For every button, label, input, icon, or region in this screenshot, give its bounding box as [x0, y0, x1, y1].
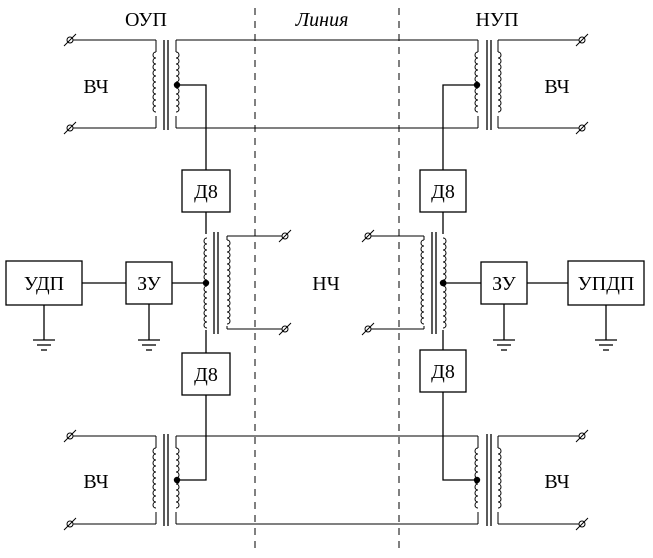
udp-label: УДП: [24, 273, 64, 295]
udp-box: [5, 260, 83, 306]
d8-label-top-right: Д8: [431, 181, 455, 203]
d8-box-top-right: [419, 169, 467, 213]
ground-icon: [138, 304, 160, 351]
wire: [177, 395, 207, 481]
transformer-bottom-left: [70, 434, 180, 526]
transformer-middle-right: [366, 232, 447, 334]
wire: [177, 84, 207, 170]
junction-dot: [202, 279, 210, 287]
terminal-icon: [278, 229, 292, 243]
zu-box-left: [125, 261, 173, 305]
label-vch-bottom-right: ВЧ: [544, 471, 569, 493]
label-vch-top-left: ВЧ: [83, 76, 108, 98]
updp-label: УПДП: [578, 273, 635, 295]
d8-box-top-left: [181, 169, 231, 213]
label-vch-top-right: ВЧ: [544, 76, 569, 98]
terminal-icon: [575, 517, 589, 531]
label-nup: НУП: [475, 9, 518, 31]
transformer-top-right: [474, 39, 582, 130]
junction-dot: [173, 476, 181, 484]
terminal-icon: [575, 33, 589, 47]
label-liniya: Линия: [295, 9, 349, 31]
label-oup: ОУП: [125, 9, 167, 31]
terminal-icon: [278, 322, 292, 336]
terminal-icon: [63, 517, 77, 531]
d8-label-bottom-left: Д8: [194, 364, 218, 386]
label-vch-bottom-left: ВЧ: [83, 471, 108, 493]
terminal-icon: [361, 322, 375, 336]
ground-icon: [33, 305, 55, 351]
terminal-icon: [575, 121, 589, 135]
wire: [442, 84, 477, 170]
d8-label-bottom-right: Д8: [431, 361, 455, 383]
d8-box-bottom-right: [419, 349, 467, 393]
wire: [442, 392, 477, 481]
terminal-icon: [63, 121, 77, 135]
junction-dot: [439, 279, 447, 287]
zu-box-right: [480, 261, 528, 305]
terminal-icon: [361, 229, 375, 243]
ground-icon: [493, 304, 515, 351]
terminal-icon: [575, 429, 589, 443]
label-nch: НЧ: [312, 273, 339, 295]
terminal-icon: [63, 429, 77, 443]
junction-dot: [473, 476, 481, 484]
zu-label-left: ЗУ: [137, 273, 162, 295]
transformer-top-left: [70, 39, 180, 130]
d8-label-top-left: Д8: [194, 181, 218, 203]
zu-label-right: ЗУ: [492, 273, 517, 295]
transformer-bottom-right: [474, 434, 582, 526]
transformer-middle-left: [203, 232, 285, 334]
terminal-icon: [63, 33, 77, 47]
ground-icon: [595, 305, 617, 351]
